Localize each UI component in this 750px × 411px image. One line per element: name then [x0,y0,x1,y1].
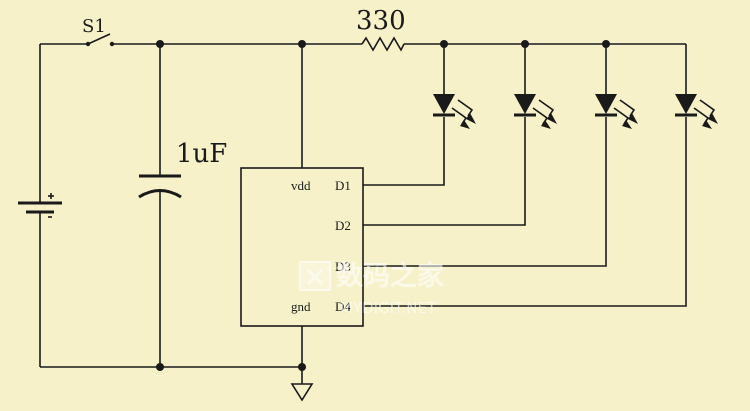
watermark: 数码之家 MYDIGIT.NET [299,260,444,317]
watermark-cn: 数码之家 [336,260,444,292]
pin-d2-label: D2 [335,218,351,233]
junction-dots [156,40,610,371]
pin-vdd-label: vdd [291,178,311,193]
led-2 [514,44,557,129]
capacitor-label: 1uF [176,139,227,169]
led-4 [675,44,718,129]
pin-d1-label: D1 [335,178,351,193]
led-wiring [363,117,687,307]
watermark-logo-icon [299,261,331,291]
pin-gnd-label: gnd [291,299,311,314]
led-3 [595,44,638,129]
switch-label: S1 [82,16,106,37]
resistor-330 [361,36,405,52]
capacitor-branch [138,44,182,367]
resistor-label: 330 [356,6,406,36]
battery-symbol [18,188,62,222]
pin-d3-label: D3 [335,259,351,274]
watermark-en: MYDIGIT.NET [340,299,437,317]
ground-symbol [290,383,314,402]
top-rail [40,33,686,52]
ic-chip [240,44,364,384]
pin-d4-label: D4 [335,299,351,314]
led-1 [433,44,476,129]
battery-branch [18,44,62,367]
